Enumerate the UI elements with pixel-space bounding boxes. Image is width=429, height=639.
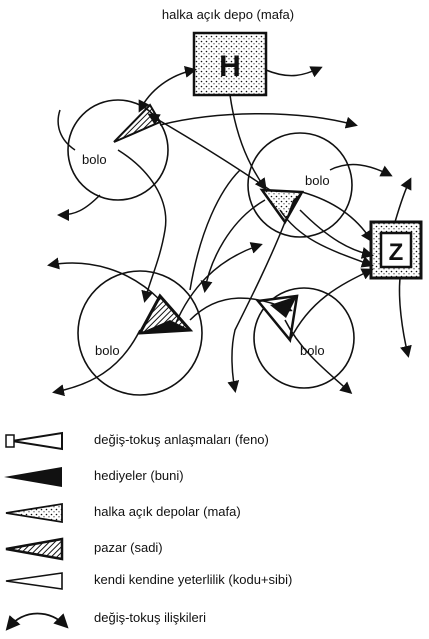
legend-item-kodu-sibi: kendi kendine yeterlilik (kodu+sibi) bbox=[0, 566, 429, 596]
dotted-cone-icon bbox=[5, 502, 63, 524]
legend-label: halka açık depolar (mafa) bbox=[94, 504, 241, 519]
exchange-diagram: halka açık depo (mafa) H Z bolo bolo bol… bbox=[47, 7, 423, 397]
public-store-h: H bbox=[192, 31, 268, 97]
public-store-z: Z bbox=[369, 220, 423, 280]
bolo-label-4: bolo bbox=[300, 343, 325, 358]
bolo-label-3: bolo bbox=[95, 343, 120, 358]
legend-label: değiş-tokuş ilişkileri bbox=[94, 610, 206, 625]
solid-cone-icon bbox=[4, 467, 62, 487]
cone-4 bbox=[255, 294, 299, 343]
exchange-arrows bbox=[47, 65, 412, 397]
hatched-cone-icon bbox=[5, 537, 64, 561]
cone-1 bbox=[113, 103, 162, 143]
bolo-circle-4 bbox=[253, 287, 355, 389]
bolo-circle-1 bbox=[67, 99, 169, 201]
legend-item-exchange: değiş-tokuş ilişkileri bbox=[0, 604, 429, 634]
legend-label: pazar (sadi) bbox=[94, 540, 163, 555]
legend-item-sadi: pazar (sadi) bbox=[0, 534, 429, 564]
store-label: halka açık depo (mafa) bbox=[162, 7, 294, 22]
cone-2 bbox=[259, 188, 305, 225]
legend-item-feno: değiş-tokuş anlaşmaları (feno) bbox=[0, 426, 429, 456]
bolo-label-1: bolo bbox=[82, 152, 107, 167]
legend-label: kendi kendine yeterlilik (kodu+sibi) bbox=[94, 572, 293, 587]
open-cone-icon bbox=[5, 431, 63, 451]
double-arrow-icon bbox=[5, 612, 69, 631]
legend-item-mafa: halka açık depolar (mafa) bbox=[0, 498, 429, 528]
outline-cone-icon bbox=[5, 572, 63, 590]
legend-item-buni: hediyeler (buni) bbox=[0, 462, 429, 492]
cone-3 bbox=[137, 293, 194, 335]
bolo-circle-3 bbox=[77, 270, 203, 396]
store-symbol-h: H bbox=[219, 50, 241, 83]
legend-label: değiş-tokuş anlaşmaları (feno) bbox=[94, 432, 269, 447]
bolo-circle-2 bbox=[247, 132, 353, 238]
store-symbol-z: Z bbox=[389, 239, 404, 266]
legend-label: hediyeler (buni) bbox=[94, 468, 184, 483]
bolo-label-2: bolo bbox=[305, 173, 330, 188]
